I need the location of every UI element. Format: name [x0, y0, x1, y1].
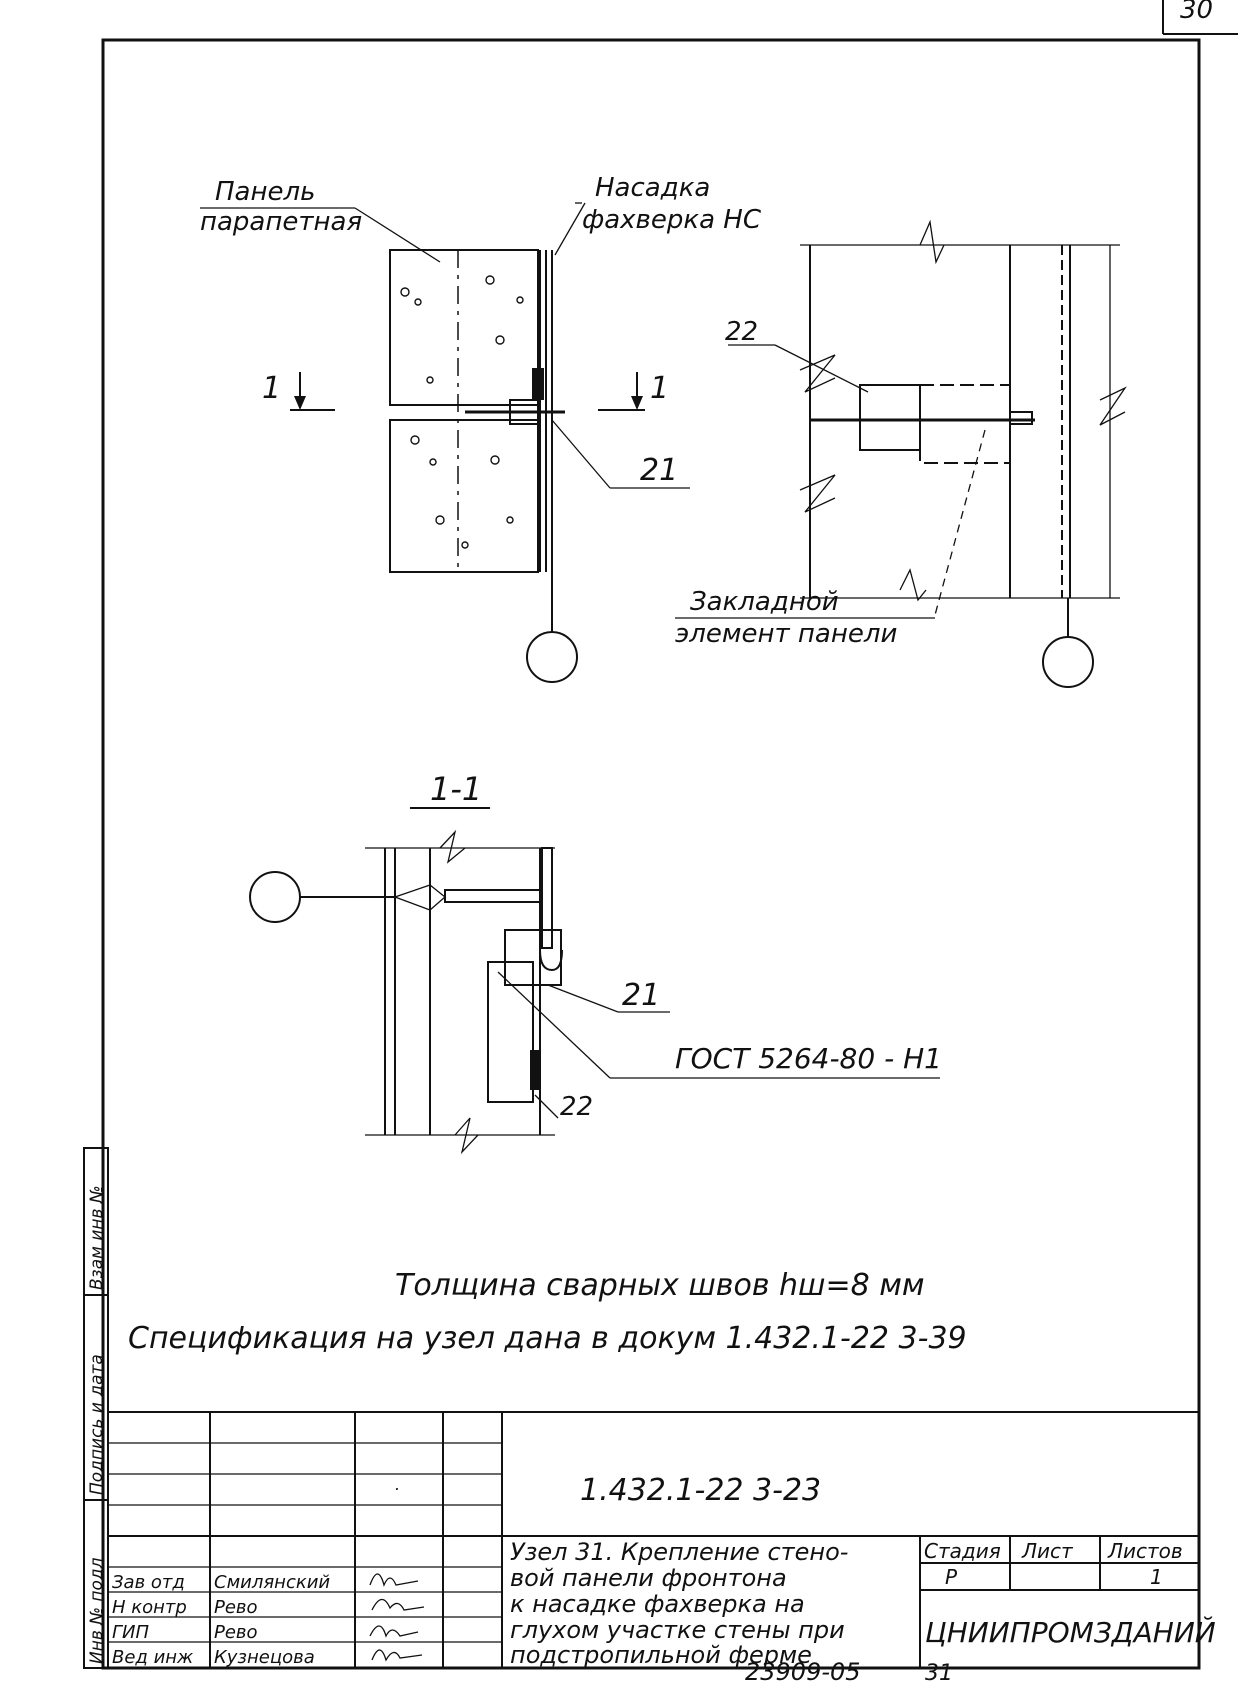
label-nozzle-1: Насадка — [595, 173, 710, 203]
organization: ЦНИИПРОМЗДАНИЙ — [925, 1615, 1216, 1649]
signer-name-2: Рево — [214, 1597, 258, 1618]
signer-role-3: ГИП — [112, 1622, 149, 1643]
panel-lower — [389, 419, 539, 573]
axis-bubble-left — [526, 631, 578, 683]
side-stamp-column: Взам инв № Подпись и дата Инв № подл — [83, 1147, 109, 1669]
label-nozzle-2: фахверка НС — [582, 205, 762, 235]
signature-marks — [369, 1573, 425, 1662]
elevation-view: 22 Закладной элемент панели — [675, 219, 1127, 688]
gost-label: ГОСТ 5264-80 - Н1 — [675, 1042, 942, 1075]
sheet-header: Лист — [1021, 1539, 1074, 1563]
notes: Толщина сварных швов hш=8 мм Спецификаци… — [128, 1268, 967, 1356]
label-embed-2: элемент панели — [675, 619, 897, 649]
side-stamp-inventory: Инв № подл — [87, 1557, 107, 1664]
corner-number: 30 — [1180, 0, 1213, 25]
pos-21-top: 21 — [640, 453, 678, 488]
bottom-code: 23909-05 — [745, 1658, 861, 1682]
title-line-1: Узел 31. Крепление стено- — [510, 1538, 848, 1566]
section-mark-right: 1 — [650, 371, 669, 406]
axis-bubble-right — [1042, 636, 1094, 688]
doc-number: 1.432.1-22 3-23 — [580, 1473, 821, 1508]
signer-role-2: Н контр — [112, 1597, 187, 1618]
section-title: 1-1 — [430, 770, 482, 808]
stage-value: Р — [945, 1565, 958, 1589]
section-mark-left: 1 — [262, 371, 281, 406]
sheets-value: 1 — [1150, 1565, 1163, 1589]
side-stamp-replace: Взам инв № — [87, 1185, 107, 1290]
signer-name-3: Рево — [214, 1622, 258, 1643]
sheet-frame: 30 — [101, 0, 1238, 1670]
section-1-1-view: 1-1 21 ГОСТ 5264-80 - Н1 22 — [249, 770, 942, 1155]
label-panel-2: парапетная — [200, 207, 362, 237]
pos-22-top: 22 — [725, 317, 758, 347]
pos-22-bottom: 22 — [560, 1092, 593, 1122]
stage-header: Стадия — [924, 1539, 1001, 1563]
wall-section-view: Панель парапетная Насадка фахверка НС — [200, 173, 762, 683]
svg-text:.: . — [395, 1475, 400, 1494]
title-line-5: подстропильной ферме — [510, 1641, 812, 1669]
signer-role-4: Вед инж — [112, 1647, 194, 1668]
signer-role-1: Зав отд — [112, 1572, 185, 1593]
label-panel-1: Панель — [215, 177, 315, 207]
bottom-page: 31 — [925, 1661, 953, 1682]
axis-bubble-section — [249, 871, 301, 923]
note-specification: Спецификация на узел дана в докум 1.432.… — [128, 1321, 967, 1356]
title-block: . 1.432.1-22 3-23 Зав отд Смилянский Н к… — [107, 1411, 1216, 1669]
side-stamp-signature: Подпись и дата — [87, 1354, 107, 1495]
title-line-3: к насадке фахверка на — [510, 1590, 805, 1618]
signer-name-1: Смилянский — [214, 1572, 330, 1593]
panel-upper — [389, 249, 539, 406]
pos-21-bottom: 21 — [622, 978, 660, 1013]
title-line-2: вой панели фронтона — [510, 1564, 787, 1592]
sheets-header: Листов — [1107, 1539, 1183, 1563]
note-weld-thickness: Толщина сварных швов hш=8 мм — [395, 1268, 925, 1303]
title-line-4: глухом участке стены при — [510, 1616, 845, 1644]
label-embed-1: Закладной — [690, 587, 839, 617]
signer-name-4: Кузнецова — [214, 1647, 315, 1668]
